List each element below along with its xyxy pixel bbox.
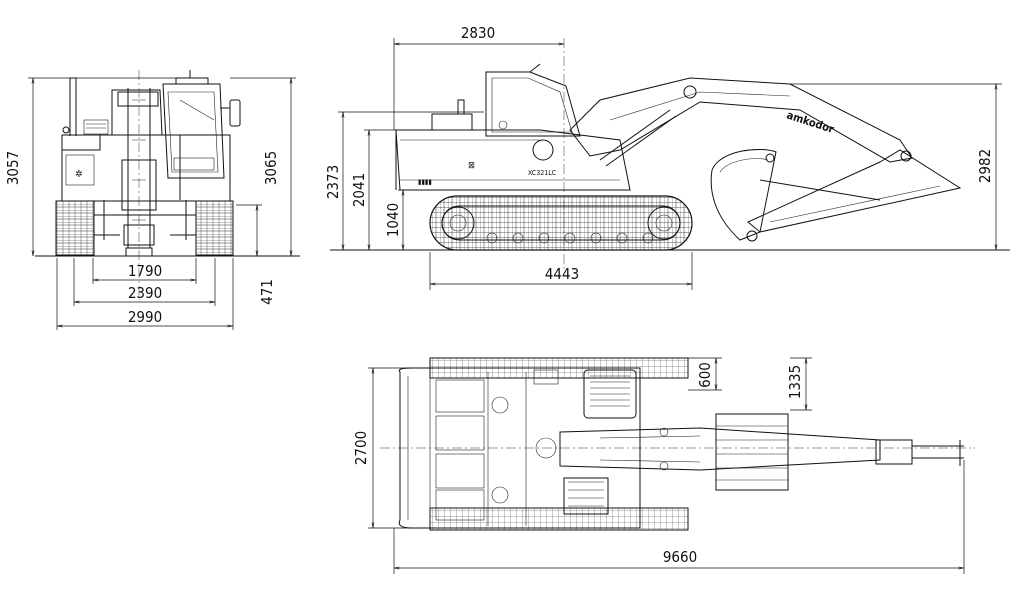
dim-tail-length: 2830 bbox=[461, 24, 495, 42]
front-view-dimensions bbox=[28, 77, 296, 330]
dim-ground-clearance: 471 bbox=[258, 279, 276, 305]
dim-front-height-left: 3057 bbox=[4, 151, 22, 185]
svg-text:⊠: ⊠ bbox=[468, 161, 475, 171]
dim-track-length: 4443 bbox=[545, 265, 579, 283]
dim-top-width: 2700 bbox=[352, 431, 370, 465]
dim-track-offset: 1335 bbox=[786, 365, 804, 399]
dim-cab-height: 2373 bbox=[324, 165, 342, 199]
dim-track-outer: 2390 bbox=[128, 284, 162, 302]
front-view: ✲ bbox=[35, 70, 300, 300]
side-view-dimensions bbox=[338, 38, 1002, 290]
dim-shoe-width: 600 bbox=[696, 362, 714, 388]
dim-overall-length: 9660 bbox=[663, 548, 697, 566]
dim-overall-width: 2990 bbox=[128, 308, 162, 326]
side-view: ⊠ ▮▮▮▮ XC321LC amkodor bbox=[330, 38, 1010, 270]
dim-track-gauge: 1790 bbox=[128, 262, 162, 280]
top-view-dimensions bbox=[368, 357, 965, 574]
top-view bbox=[380, 357, 975, 531]
model-label: XC321LC bbox=[528, 169, 557, 177]
track-rollers bbox=[486, 232, 654, 244]
dim-front-height-right: 3065 bbox=[262, 151, 280, 185]
dim-boom-height: 2982 bbox=[976, 149, 994, 183]
svg-text:✲: ✲ bbox=[75, 169, 83, 180]
dim-upper-clearance: 1040 bbox=[384, 203, 402, 237]
svg-text:▮▮▮▮: ▮▮▮▮ bbox=[418, 178, 432, 186]
brand-label: amkodor bbox=[785, 108, 836, 135]
dim-counterweight-height: 2041 bbox=[350, 173, 368, 207]
